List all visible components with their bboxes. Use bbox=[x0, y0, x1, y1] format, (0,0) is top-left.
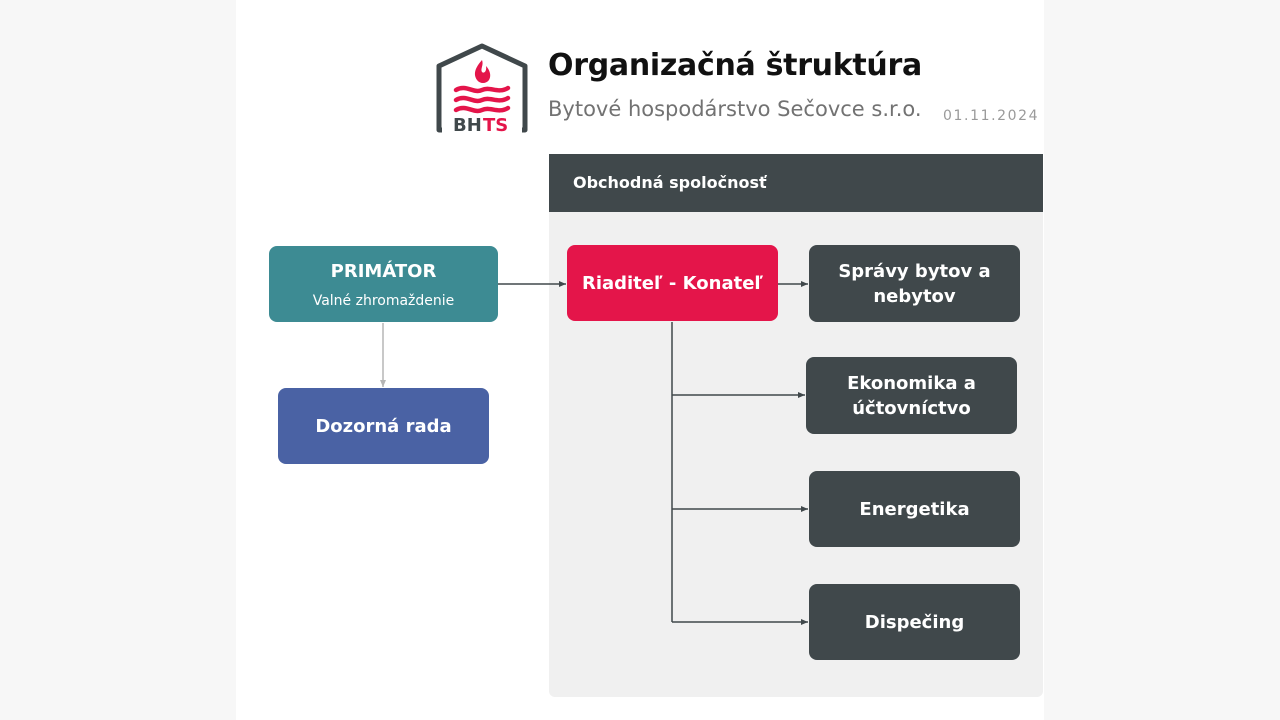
node-dozorna-rada-title: Dozorná rada bbox=[315, 415, 452, 437]
date-label: 01.11.2024 bbox=[943, 108, 1040, 124]
company-panel-label: Obchodná spoločnosť bbox=[573, 173, 767, 192]
page-title: Organizačná štruktúra bbox=[548, 48, 922, 83]
node-dispecing[interactable]: Dispečing bbox=[809, 584, 1020, 660]
node-riaditel[interactable]: Riaditeľ - Konateľ bbox=[567, 245, 778, 321]
logo-text-ts: TS bbox=[483, 115, 508, 134]
bhts-logo: BH TS bbox=[436, 42, 528, 136]
node-ekonomika[interactable]: Ekonomika a účtovníctvo bbox=[806, 357, 1017, 434]
node-energetika[interactable]: Energetika bbox=[809, 471, 1020, 547]
node-energetika-title: Energetika bbox=[859, 498, 970, 520]
node-primator-subtitle: Valné zhromaždenie bbox=[312, 292, 455, 309]
node-primator-title: PRIMÁTOR bbox=[330, 260, 437, 282]
company-panel-header bbox=[549, 154, 1043, 212]
node-dispecing-title: Dispečing bbox=[864, 611, 965, 633]
node-primator[interactable]: PRIMÁTOR Valné zhromaždenie bbox=[269, 246, 498, 322]
node-riaditel-title: Riaditeľ - Konateľ bbox=[581, 272, 764, 294]
company-name: Bytové hospodárstvo Sečovce s.r.o. bbox=[548, 97, 922, 121]
node-dozorna-rada[interactable]: Dozorná rada bbox=[278, 388, 489, 464]
node-ekonomika-title: Ekonomika a účtovníctvo bbox=[847, 372, 976, 419]
node-spravy-bytov-title: Správy bytov a nebytov bbox=[838, 260, 991, 307]
node-spravy-bytov[interactable]: Správy bytov a nebytov bbox=[809, 245, 1020, 322]
logo-text-bh: BH bbox=[453, 115, 482, 134]
